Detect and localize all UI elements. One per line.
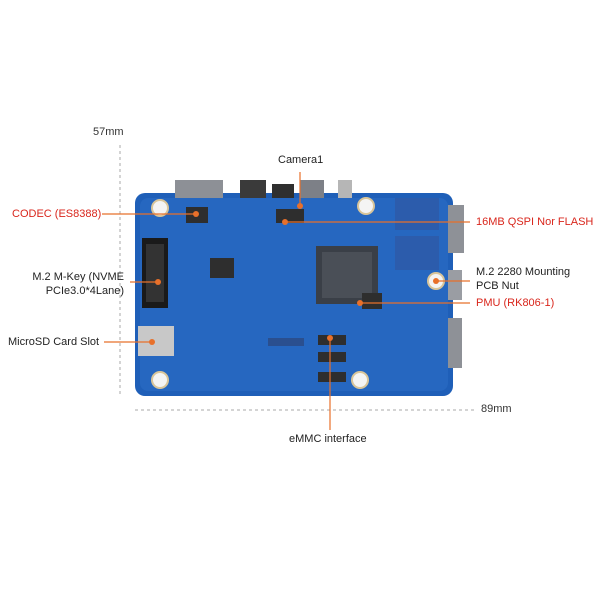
m2-mkey-label-line1: M.2 M-Key (NVME xyxy=(32,271,124,283)
m2-mkey-label-line2: PCIe3.0*4Lane) xyxy=(45,285,124,297)
m2-nut-label-line2: PCB Nut xyxy=(476,280,519,292)
m2-mkey-label: M.2 M-Key (NVME PCIe3.0*4Lane) xyxy=(4,270,124,298)
dimension-lines xyxy=(119,145,475,411)
emmc-label: eMMC interface xyxy=(289,433,367,445)
length-dimension-label: 89mm xyxy=(481,403,512,415)
camera-label: Camera1 xyxy=(278,154,324,166)
callout-dots xyxy=(149,203,439,345)
m2-nut-label: M.2 2280 Mounting PCB Nut xyxy=(476,265,570,293)
callout-lines xyxy=(102,172,470,430)
qspi-flash-label: 16MB QSPI Nor FLASH xyxy=(476,216,594,228)
pcb-board xyxy=(135,180,464,396)
width-dimension-label: 57mm xyxy=(93,126,124,138)
microsd-label: MicroSD Card Slot xyxy=(8,336,100,348)
m2-nut-label-line1: M.2 2280 Mounting xyxy=(476,266,571,278)
codec-label: CODEC (ES8388) xyxy=(12,208,102,220)
pmu-label: PMU (RK806-1) xyxy=(476,297,555,309)
